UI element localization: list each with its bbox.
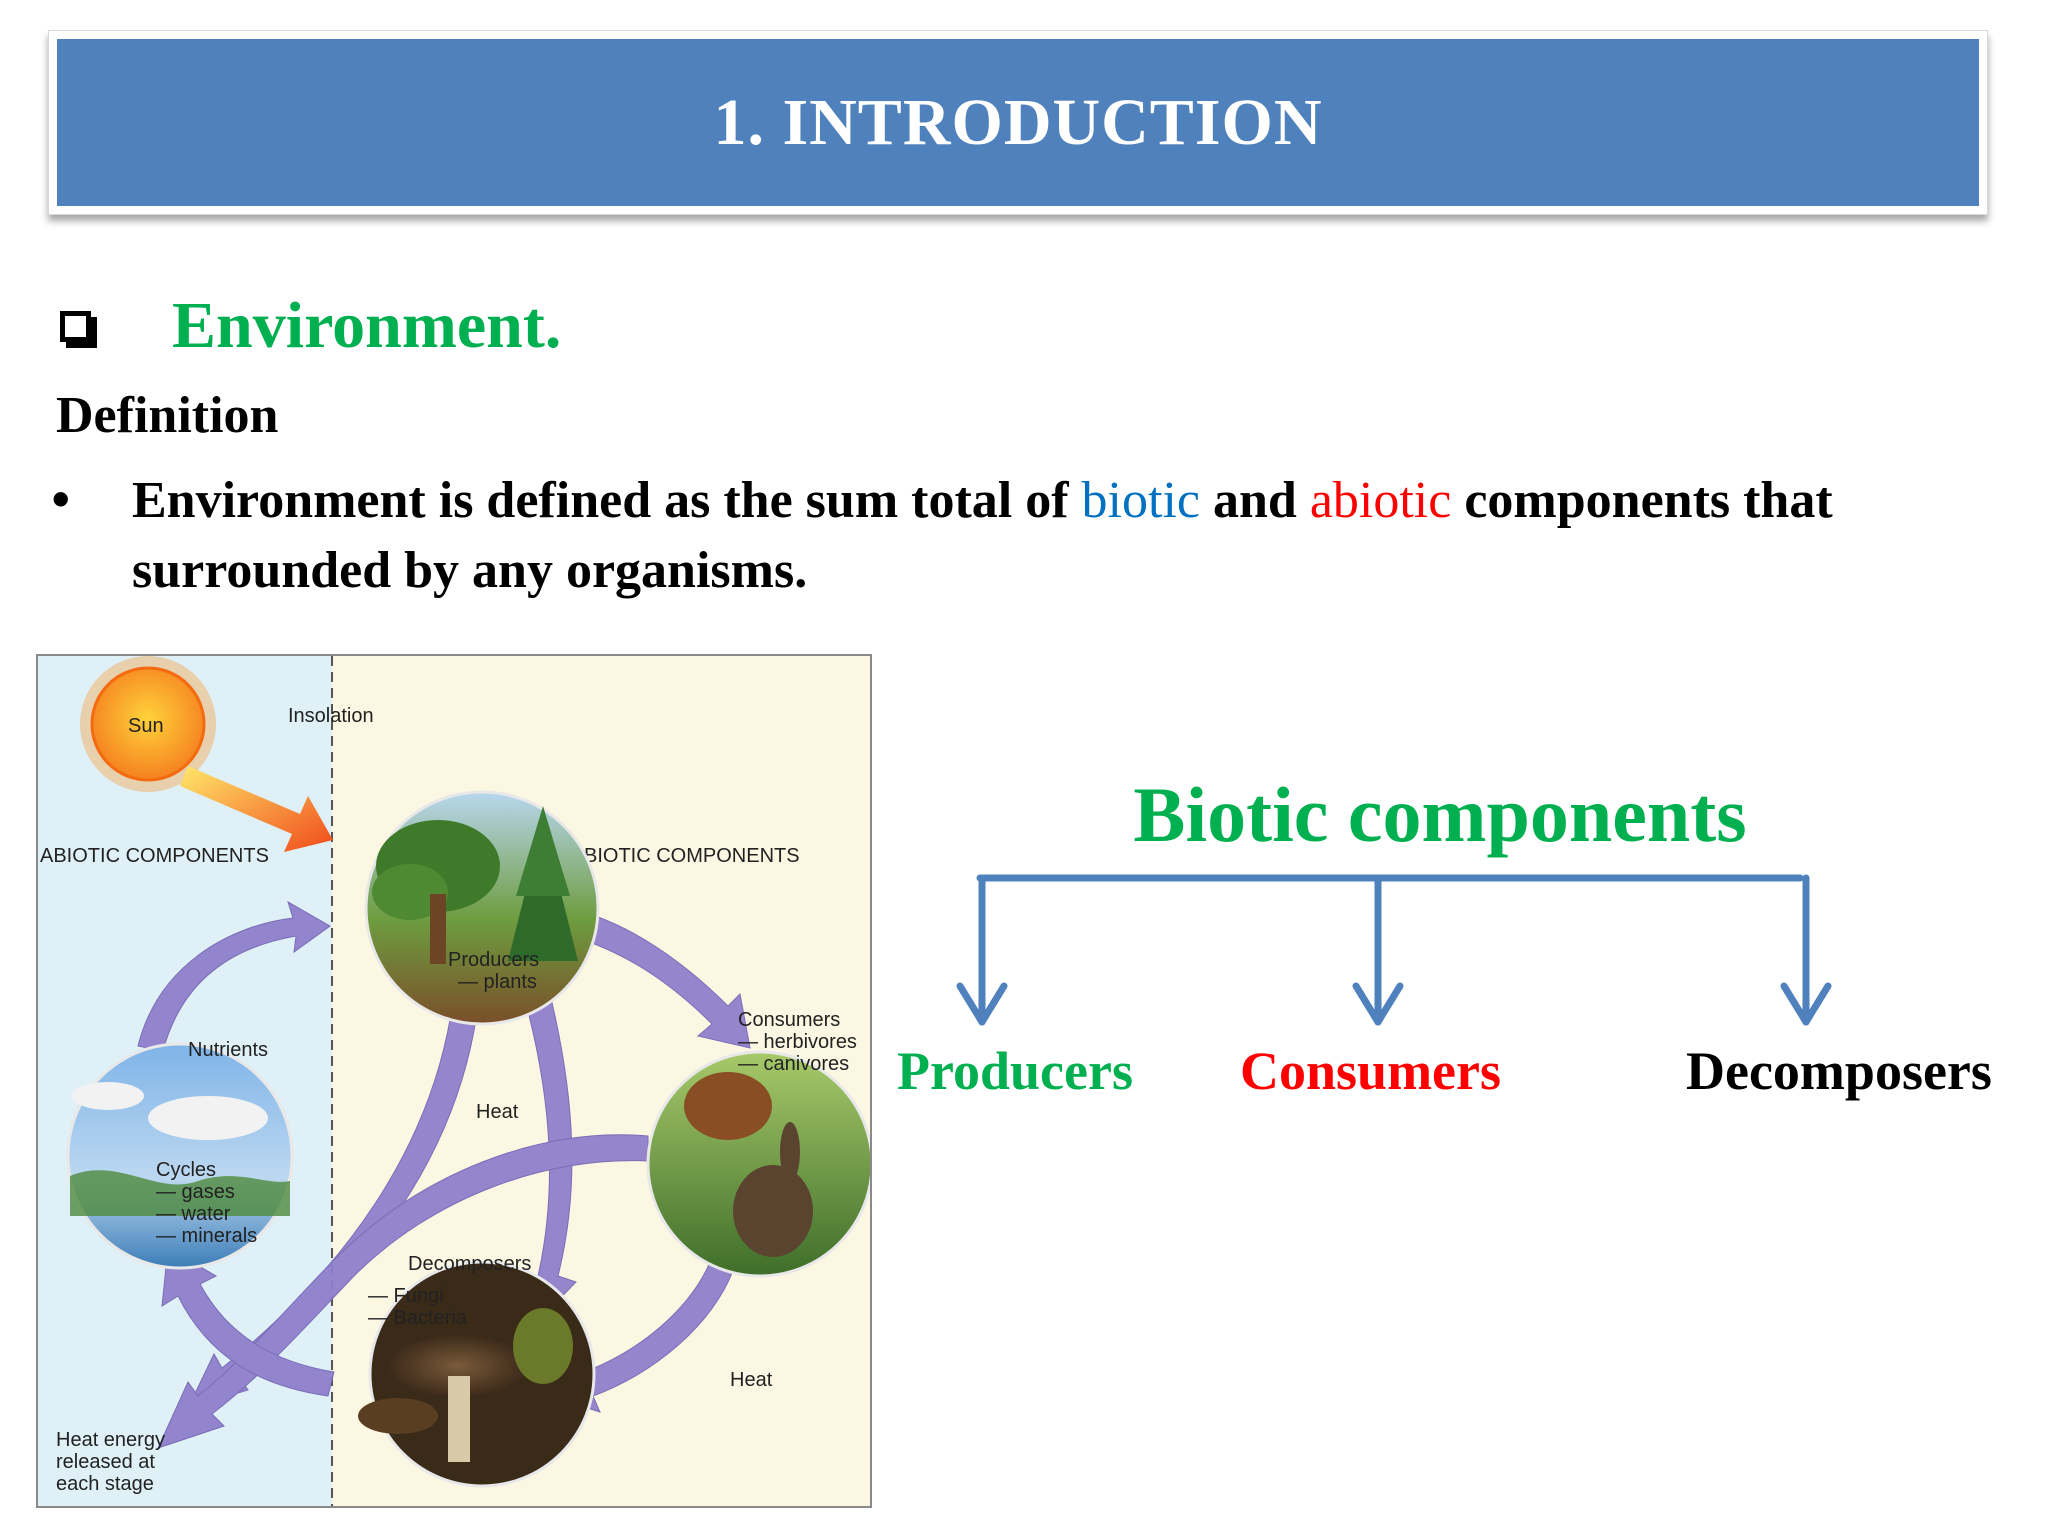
checkbox-bullet-icon bbox=[60, 311, 91, 342]
producers-arrow-icon bbox=[956, 982, 1008, 1026]
decomposers-label: Decomposers bbox=[408, 1253, 531, 1275]
producers-label: Producers bbox=[448, 949, 539, 971]
abiotic-cycles-circle bbox=[66, 1042, 294, 1270]
biotic-tree-connector bbox=[956, 874, 1832, 1026]
slide-title: 1. INTRODUCTION bbox=[713, 85, 1323, 159]
bullet-text-after: components that surrounded by any organi… bbox=[132, 472, 1833, 599]
decomposers-sub-label-1: — Fungi bbox=[368, 1285, 444, 1307]
section-heading: Environment. bbox=[172, 289, 562, 362]
bullet-text-before: Environment is defined as the sum total … bbox=[132, 472, 1082, 529]
ecosystem-diagram-svg: Sun Insolation ABIOTIC COMPONENTS BIOTIC… bbox=[38, 656, 870, 1506]
definition-label: Definition bbox=[56, 387, 279, 444]
consumers-label: Consumers bbox=[738, 1009, 840, 1031]
energy-flow-arrows bbox=[137, 900, 751, 1449]
decomposers-circle bbox=[358, 1260, 596, 1488]
heat-energy-label-3: each stage bbox=[56, 1473, 154, 1495]
bullet-dot-icon: • bbox=[52, 471, 70, 527]
decomposers-sub-label-2: — Bacteria bbox=[368, 1307, 468, 1329]
ecosystem-diagram: Sun Insolation ABIOTIC COMPONENTS BIOTIC… bbox=[36, 654, 872, 1508]
sun-label: Sun bbox=[128, 715, 164, 737]
cycles-sub-label-3: — minerals bbox=[156, 1225, 257, 1247]
biotic-components-label: BIOTIC COMPONENTS bbox=[584, 845, 800, 867]
heat-energy-label-1: Heat energy bbox=[56, 1429, 165, 1451]
heat-label-2: Heat bbox=[730, 1369, 773, 1391]
title-banner: 1. INTRODUCTION bbox=[48, 30, 1988, 215]
cycles-sub-label-1: — gases bbox=[156, 1181, 235, 1203]
sun-icon bbox=[80, 656, 216, 792]
producers-circle bbox=[364, 790, 600, 1026]
consumers-arrow-icon bbox=[1352, 982, 1404, 1026]
producers-item: Producers bbox=[897, 1041, 1133, 1101]
consumers-sub-label-1: — herbivores bbox=[738, 1031, 857, 1053]
biotic-components-title: Biotic components bbox=[1133, 771, 1747, 858]
producers-sub-label: — plants bbox=[458, 971, 537, 993]
title-banner-fill: 1. INTRODUCTION bbox=[57, 39, 1979, 206]
abiotic-word: abiotic bbox=[1309, 472, 1452, 529]
insolation-arrow bbox=[180, 766, 333, 852]
abiotic-components-label: ABIOTIC COMPONENTS bbox=[40, 845, 269, 867]
insolation-label: Insolation bbox=[288, 705, 374, 727]
consumers-sub-label-2: — canivores bbox=[738, 1053, 849, 1075]
cycles-sub-label-2: — water bbox=[156, 1203, 231, 1225]
cycles-label: Cycles bbox=[156, 1159, 216, 1181]
consumers-circle bbox=[646, 1050, 870, 1278]
heat-energy-label-2: released at bbox=[56, 1451, 155, 1473]
decomposers-item: Decomposers bbox=[1686, 1041, 1992, 1101]
heat-label-1: Heat bbox=[476, 1101, 519, 1123]
decomposers-arrow-icon bbox=[1780, 982, 1832, 1026]
biotic-word: biotic bbox=[1081, 472, 1200, 529]
bullet-text-middle: and bbox=[1199, 472, 1310, 529]
consumers-item: Consumers bbox=[1240, 1041, 1502, 1101]
nutrients-label: Nutrients bbox=[188, 1039, 268, 1061]
definition-bullet: Environment is defined as the sum total … bbox=[132, 466, 2032, 606]
